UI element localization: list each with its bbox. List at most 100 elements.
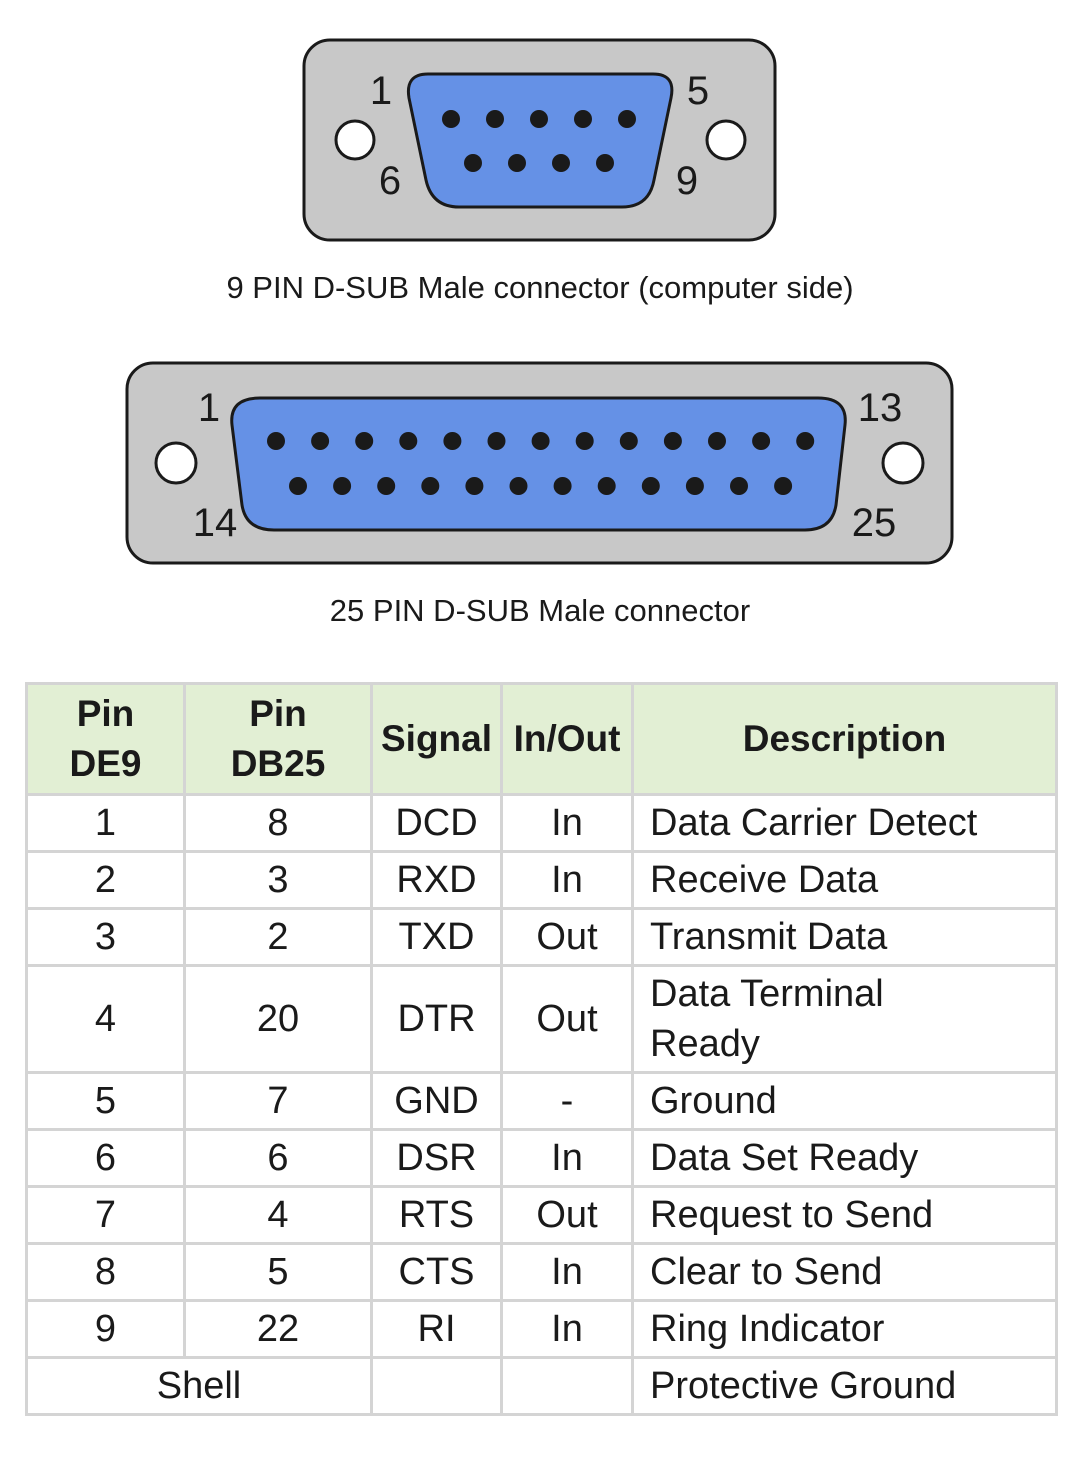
de9-pin-6 [464,154,482,172]
cell-signal: DSR [370,1128,503,1188]
table-row: 2 3 RXD In Receive Data [25,850,1058,910]
cell-description: Clear to Send [631,1242,1058,1302]
cell-db25: 2 [183,907,373,967]
db25-pin-14 [289,477,307,495]
db25-caption: 25 PIN D-SUB Male connector [329,593,751,628]
cell-description: Ring Indicator [631,1299,1058,1359]
db25-pin-21 [597,477,616,495]
db25-pin-10 [663,432,682,450]
de9-pin-1 [442,110,460,128]
db25-pin-20 [553,477,572,495]
db25-pin-1 [267,432,285,450]
cell-signal: RI [370,1299,503,1359]
table-row: 3 2 TXD Out Transmit Data [25,907,1058,967]
de9-label-9: 9 [676,159,698,203]
de9-caption: 9 PIN D-SUB Male connector (computer sid… [226,270,854,305]
header-pin-de9-line1: Pin [76,693,135,734]
cell-inout: Out [500,907,634,967]
table-row: 6 6 DSR In Data Set Ready [25,1128,1058,1188]
db25-pin-3 [355,432,374,450]
cell-de9: 3 [25,907,186,967]
de9-label-5: 5 [687,69,709,113]
cell-description: Ground [631,1071,1058,1131]
table-row: 5 7 GND - Ground [25,1071,1058,1131]
connector-svg: 1 5 6 9 1 13 14 25 [125,38,954,565]
cell-signal: GND [370,1071,503,1131]
db25-pin-5 [443,432,462,450]
cell-de9: 7 [25,1185,186,1245]
db25-pin-2 [311,432,330,450]
cell-inout: In [500,850,634,910]
db25-pin-25 [774,477,793,495]
de9-label-6: 6 [379,159,401,203]
cell-description: Data Terminal Ready [631,964,1058,1074]
db25-pin-11 [708,432,726,450]
cell-signal: TXD [370,907,503,967]
cell-description: Data Carrier Detect [631,793,1058,853]
cell-db25: 20 [183,964,373,1074]
cell-description: Data Set Ready [631,1128,1058,1188]
cell-de9: 6 [25,1128,186,1188]
db25-pin-6 [487,432,506,450]
db25-pin-4 [399,432,418,450]
cell-db25: 6 [183,1128,373,1188]
db25-left-mount-hole [154,441,198,485]
cell-description: Transmit Data [631,907,1058,967]
cell-inout: In [500,793,634,853]
cell-signal: CTS [370,1242,503,1302]
connector-diagrams: 1 5 6 9 1 13 14 25 9 PIN D-SUB Male conn… [0,0,1080,660]
db25-label-13: 13 [858,386,903,430]
db25-pin-13 [796,432,815,450]
cell-db25: 7 [183,1071,373,1131]
table-row: 9 22 RI In Ring Indicator [25,1299,1058,1359]
cell-signal [370,1356,503,1416]
cell-de9: 2 [25,850,186,910]
cell-signal: DTR [370,964,503,1074]
cell-description: Protective Ground [631,1356,1058,1416]
cell-signal: RXD [370,850,503,910]
header-pin-db25-line2: DB25 [230,743,326,784]
table-row: 8 5 CTS In Clear to Send [25,1242,1058,1302]
table-row-shell: Shell Protective Ground [25,1356,1058,1416]
db25-pin-15 [333,477,352,495]
table-row: 7 4 RTS Out Request to Send [25,1185,1058,1245]
db25-label-25: 25 [852,501,897,545]
cell-inout: Out [500,964,634,1074]
cell-db25: 22 [183,1299,373,1359]
cell-description: Receive Data [631,850,1058,910]
db25-pin-7 [531,432,550,450]
cell-signal: RTS [370,1185,503,1245]
db25-connector: 1 13 14 25 [125,361,954,565]
db25-label-1: 1 [198,386,220,430]
de9-left-mount-hole [334,119,376,161]
cell-db25: 5 [183,1242,373,1302]
de9-connector: 1 5 6 9 [302,38,777,242]
table-row: 1 8 DCD In Data Carrier Detect [25,793,1058,853]
header-pin-de9-line2: DE9 [69,743,142,784]
db25-face [230,396,847,532]
db25-pin-16 [377,477,396,495]
de9-pin-4 [574,110,592,128]
cell-de9: 8 [25,1242,186,1302]
cell-de9: 4 [25,964,186,1074]
table-row: 4 20 DTR Out Data Terminal Ready [25,964,1058,1074]
table-header-row: Pin DE9 Pin DB25 Signal In/Out Descripti… [25,682,1058,796]
cell-signal: DCD [370,793,503,853]
cell-shell-label: Shell [25,1356,373,1416]
de9-pin-7 [508,154,526,172]
db25-pins [267,432,815,495]
header-inout: In/Out [500,682,634,796]
db25-pin-23 [685,477,704,495]
db25-right-mount-hole [881,441,925,485]
cell-description-line1: Data Terminal [650,973,884,1015]
header-description: Description [631,682,1058,796]
de9-pins [442,110,636,172]
header-pin-de9: Pin DE9 [25,682,186,796]
db25-label-14: 14 [193,501,238,545]
cell-inout: - [500,1071,634,1131]
cell-description-line2: Ready [650,1023,760,1065]
cell-inout: In [500,1299,634,1359]
db25-pin-19 [509,477,528,495]
cell-db25: 8 [183,793,373,853]
cell-db25: 4 [183,1185,373,1245]
